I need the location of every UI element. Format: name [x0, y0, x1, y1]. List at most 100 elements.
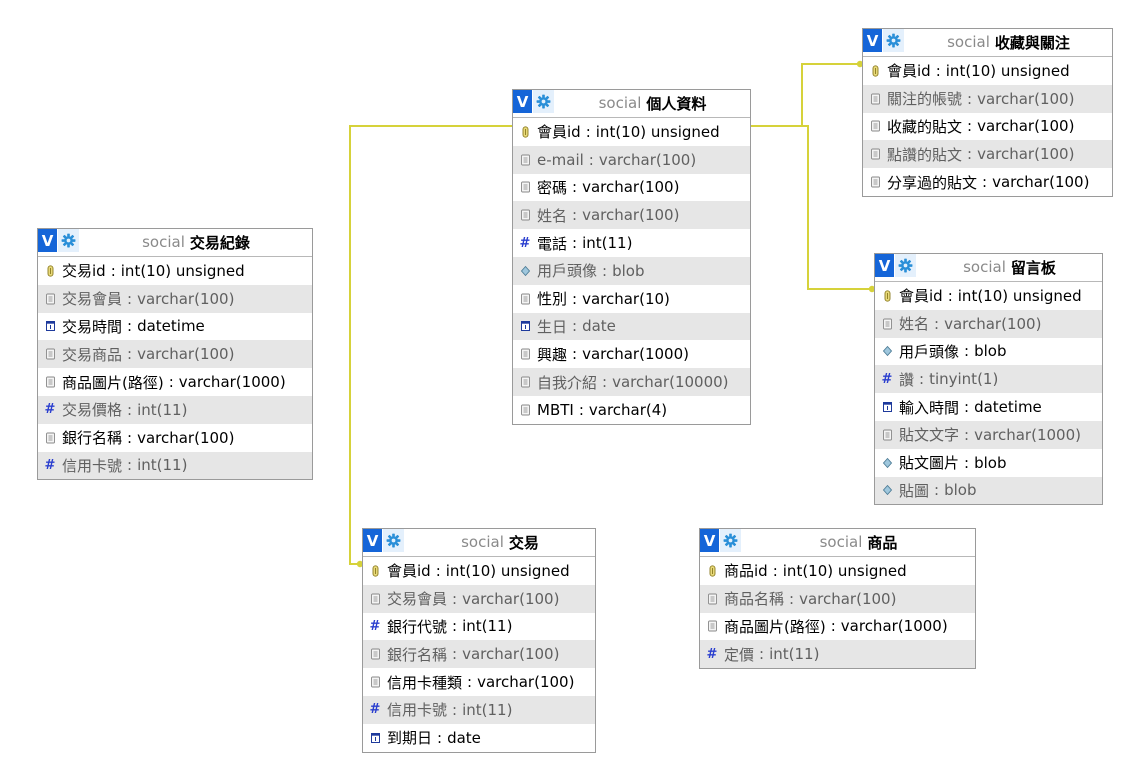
column-name: 密碼: [537, 178, 568, 197]
column-name: e-mail: [537, 150, 584, 169]
column-type: date: [447, 728, 481, 747]
toggle-columns-button[interactable]: V: [875, 254, 894, 277]
column-name: 生日: [537, 317, 568, 336]
column-row[interactable]: MBTI:varchar(4): [513, 396, 750, 424]
gear-icon[interactable]: [895, 254, 916, 277]
column-name: 分享過的貼文: [887, 173, 978, 192]
table-name: 收藏與關注: [994, 33, 1070, 52]
column-type: varchar(100): [462, 645, 560, 664]
column-type: varchar(100): [799, 589, 897, 608]
column-row[interactable]: #定價:int(11): [700, 640, 975, 669]
column-row[interactable]: #交易價格:int(11): [38, 395, 312, 424]
column-name: 興趣: [537, 345, 568, 364]
gear-icon[interactable]: [720, 529, 741, 552]
column-row[interactable]: 會員id:int(10) unsigned: [513, 118, 750, 146]
type-separator: :: [964, 398, 970, 417]
column-name: 定價: [724, 645, 755, 664]
column-row[interactable]: #電話:int(11): [513, 229, 750, 257]
column-row[interactable]: 信用卡種類:varchar(100): [363, 668, 595, 696]
gear-icon[interactable]: [383, 529, 404, 552]
column-row[interactable]: 交易商品:varchar(100): [38, 340, 312, 369]
column-row[interactable]: 輸入時間:datetime: [875, 393, 1102, 421]
column-row[interactable]: 性別:varchar(10): [513, 285, 750, 313]
column-row[interactable]: 姓名:varchar(100): [875, 309, 1102, 338]
column-row[interactable]: 交易會員:varchar(100): [38, 284, 312, 313]
column-row[interactable]: 商品id:int(10) unsigned: [700, 557, 975, 585]
column-row[interactable]: #信用卡號:int(11): [38, 451, 312, 480]
column-row[interactable]: #信用卡號:int(11): [363, 695, 595, 724]
gear-icon[interactable]: [58, 229, 79, 252]
hash-icon: #: [44, 457, 56, 473]
diamond-icon: [519, 264, 531, 278]
type-separator: :: [967, 145, 973, 164]
column-row[interactable]: 收藏的貼文:varchar(100): [863, 113, 1112, 141]
type-separator: :: [437, 728, 443, 747]
gear-icon[interactable]: [533, 90, 554, 113]
column-row[interactable]: 商品名稱:varchar(100): [700, 584, 975, 613]
column-row[interactable]: 用戶頭像:blob: [875, 338, 1102, 366]
column-type: int(11): [137, 400, 188, 419]
column-row[interactable]: 銀行名稱:varchar(100): [38, 424, 312, 452]
column-row[interactable]: 關注的帳號:varchar(100): [863, 84, 1112, 113]
column-row[interactable]: 商品圖片(路徑):varchar(1000): [700, 613, 975, 641]
type-separator: :: [127, 317, 133, 336]
relation-line-personal-favorites[interactable]: [751, 63, 862, 127]
column-name: 收藏的貼文: [887, 117, 963, 136]
column-row[interactable]: 自我介紹:varchar(10000): [513, 368, 750, 396]
column-row[interactable]: 交易時間:datetime: [38, 313, 312, 341]
column-row[interactable]: 貼文文字:varchar(1000): [875, 420, 1102, 449]
column-type: int(11): [769, 645, 820, 664]
type-separator: :: [168, 373, 174, 392]
column-row[interactable]: 會員id:int(10) unsigned: [363, 557, 595, 585]
column-row[interactable]: 密碼:varchar(100): [513, 174, 750, 202]
column-row[interactable]: 用戶頭像:blob: [513, 256, 750, 285]
toggle-columns-button[interactable]: V: [863, 29, 882, 52]
column-row[interactable]: 會員id:int(10) unsigned: [875, 282, 1102, 310]
column-row[interactable]: 分享過的貼文:varchar(100): [863, 168, 1112, 196]
column-row[interactable]: 貼圖:blob: [875, 476, 1102, 505]
database-name: social: [461, 533, 504, 551]
column-row[interactable]: e-mail:varchar(100): [513, 145, 750, 174]
table-name: 交易: [508, 533, 539, 552]
toggle-columns-button[interactable]: V: [363, 529, 382, 552]
column-row[interactable]: #銀行代號:int(11): [363, 613, 595, 641]
column-type: int(10) unsigned: [945, 61, 1070, 80]
gear-icon[interactable]: [883, 29, 904, 52]
toggle-columns-button[interactable]: V: [513, 90, 532, 113]
relation-line-personal-trade[interactable]: [349, 125, 512, 565]
key-icon: [519, 125, 531, 139]
column-row[interactable]: 交易id:int(10) unsigned: [38, 257, 312, 285]
column-row[interactable]: 姓名:varchar(100): [513, 201, 750, 230]
column-row[interactable]: 交易會員:varchar(100): [363, 584, 595, 613]
column-row[interactable]: 興趣:varchar(1000): [513, 340, 750, 368]
toggle-columns-button[interactable]: V: [700, 529, 719, 552]
column-row[interactable]: 貼文圖片:blob: [875, 449, 1102, 477]
column-row[interactable]: 到期日:date: [363, 724, 595, 752]
column-name: 貼文文字: [899, 426, 960, 445]
column-row[interactable]: 商品圖片(路徑):varchar(1000): [38, 368, 312, 396]
column-row[interactable]: 點讚的貼文:varchar(100): [863, 140, 1112, 169]
toggle-columns-button[interactable]: V: [38, 229, 57, 252]
calendar-icon: [881, 400, 893, 414]
column-type: varchar(100): [992, 173, 1090, 192]
column-row[interactable]: #讚:tinyint(1): [875, 365, 1102, 394]
calendar-icon: [519, 319, 531, 333]
column-name: 會員id: [899, 287, 943, 306]
column-row[interactable]: 生日:date: [513, 312, 750, 341]
relation-line-personal-board[interactable]: [751, 125, 874, 290]
column-row[interactable]: 會員id:int(10) unsigned: [863, 57, 1112, 85]
column-row[interactable]: 銀行名稱:varchar(100): [363, 640, 595, 669]
